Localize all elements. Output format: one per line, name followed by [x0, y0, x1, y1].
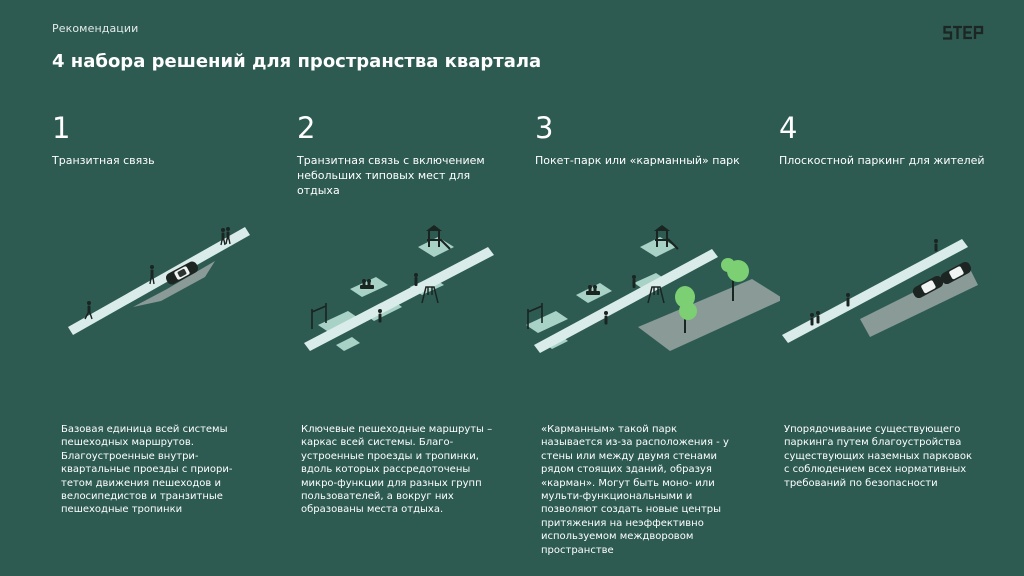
transit-link-illustration: [68, 227, 250, 335]
pocket-park-illustration: [526, 225, 780, 353]
solution-description-1: Базовая единица всей системы пешеходных …: [61, 424, 233, 516]
step-logo: [941, 22, 993, 44]
solution-column-2: 2 Транзитная связь с включением небольши…: [297, 112, 512, 198]
solution-heading: Транзитная связь с включением небольших …: [297, 154, 485, 197]
solution-heading: Покет-парк или «карманный» парк: [535, 154, 740, 167]
solution-heading: Транзитная связь: [52, 154, 155, 167]
step-logo-mark: [943, 25, 984, 40]
section-label: Рекомендации: [52, 22, 139, 35]
page-title: 4 набора решений для пространства кварта…: [52, 51, 542, 72]
solution-number: 3: [535, 111, 554, 145]
solution-column-4: 4 Плоскостной паркинг для жителей: [779, 112, 994, 168]
solution-column-3: 3 Покет-парк или «карманный» парк: [535, 112, 750, 168]
solution-description-4: Упорядочивание существующего паркинга пу…: [784, 424, 972, 489]
solution-number: 4: [779, 111, 798, 145]
transit-rest-illustration: [304, 225, 494, 351]
flat-parking-illustration: [782, 239, 978, 343]
solution-column-1: 1 Транзитная связь: [52, 112, 267, 168]
solution-description-2: Ключевые пешеходные маршруты – каркас вс…: [301, 424, 493, 516]
solution-description-3: «Карманным» такой парк называется из-за …: [541, 424, 729, 556]
solution-number: 1: [52, 111, 71, 145]
solution-heading: Плоскостной паркинг для жителей: [779, 154, 985, 167]
solution-number: 2: [297, 111, 316, 145]
